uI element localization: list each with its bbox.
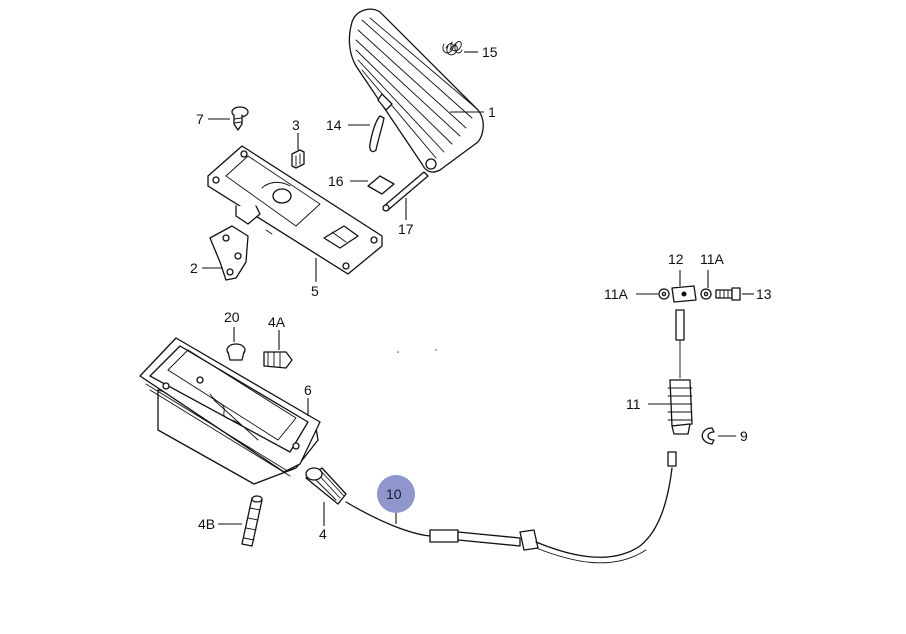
stray-dot [397, 351, 399, 353]
grommet-part[interactable] [226, 343, 246, 361]
callout-4b[interactable]: 4B [198, 516, 215, 532]
bellows-part[interactable] [667, 309, 693, 435]
sleeve-12-part[interactable] [671, 285, 697, 303]
accelerator-pedal[interactable] [348, 8, 484, 173]
callout-7[interactable]: 7 [196, 111, 204, 127]
screw-13-part[interactable] [715, 287, 741, 301]
callout-16[interactable]: 16 [328, 173, 344, 189]
bracket-clip-part[interactable] [291, 149, 305, 169]
pivot-rod-part[interactable] [382, 171, 429, 212]
pipe-4b-part[interactable] [241, 495, 263, 547]
callout-1[interactable]: 1 [488, 104, 496, 120]
callout-20[interactable]: 20 [224, 309, 240, 325]
callout-3[interactable]: 3 [292, 117, 300, 133]
leader-lines [202, 51, 754, 526]
callout-12[interactable]: 12 [668, 251, 684, 267]
callout-17[interactable]: 17 [398, 221, 414, 237]
lower-housing-assembly[interactable] [139, 337, 321, 485]
callout-15[interactable]: 15 [482, 44, 498, 60]
callout-4[interactable]: 4 [319, 526, 327, 542]
callout-13[interactable]: 13 [756, 286, 772, 302]
callout-2[interactable]: 2 [190, 260, 198, 276]
clip-part[interactable] [369, 115, 385, 153]
callout-10[interactable]: 10 [386, 486, 402, 502]
side-bracket-part[interactable] [209, 225, 249, 281]
washer-11a-right-part[interactable] [700, 288, 712, 300]
callout-14[interactable]: 14 [326, 117, 342, 133]
washer-11a-left-part[interactable] [658, 288, 670, 300]
accelerator-cable[interactable] [345, 451, 677, 564]
callout-11[interactable]: 11 [626, 396, 641, 412]
spring-part[interactable] [442, 41, 463, 56]
callout-11a-top[interactable]: 11A [700, 251, 725, 267]
boot-4a-part[interactable] [263, 351, 293, 369]
cable-boot-4-part[interactable] [305, 467, 347, 505]
retaining-clip-part[interactable] [701, 427, 715, 445]
callout-5[interactable]: 5 [311, 283, 319, 299]
callout-4a[interactable]: 4A [268, 314, 286, 330]
screw-part[interactable] [231, 106, 249, 131]
callout-9[interactable]: 9 [740, 428, 748, 444]
pedal-base-plate[interactable] [207, 145, 383, 275]
callout-6[interactable]: 6 [304, 382, 312, 398]
callout-10-highlight[interactable] [377, 475, 415, 513]
pin-bracket-part[interactable] [367, 175, 395, 195]
callout-11a-left[interactable]: 11A [604, 286, 629, 302]
stray-dot [435, 349, 437, 351]
callout-labels: 1 15 14 7 3 2 5 16 17 20 4A 6 4 4B 10 11… [190, 44, 772, 542]
